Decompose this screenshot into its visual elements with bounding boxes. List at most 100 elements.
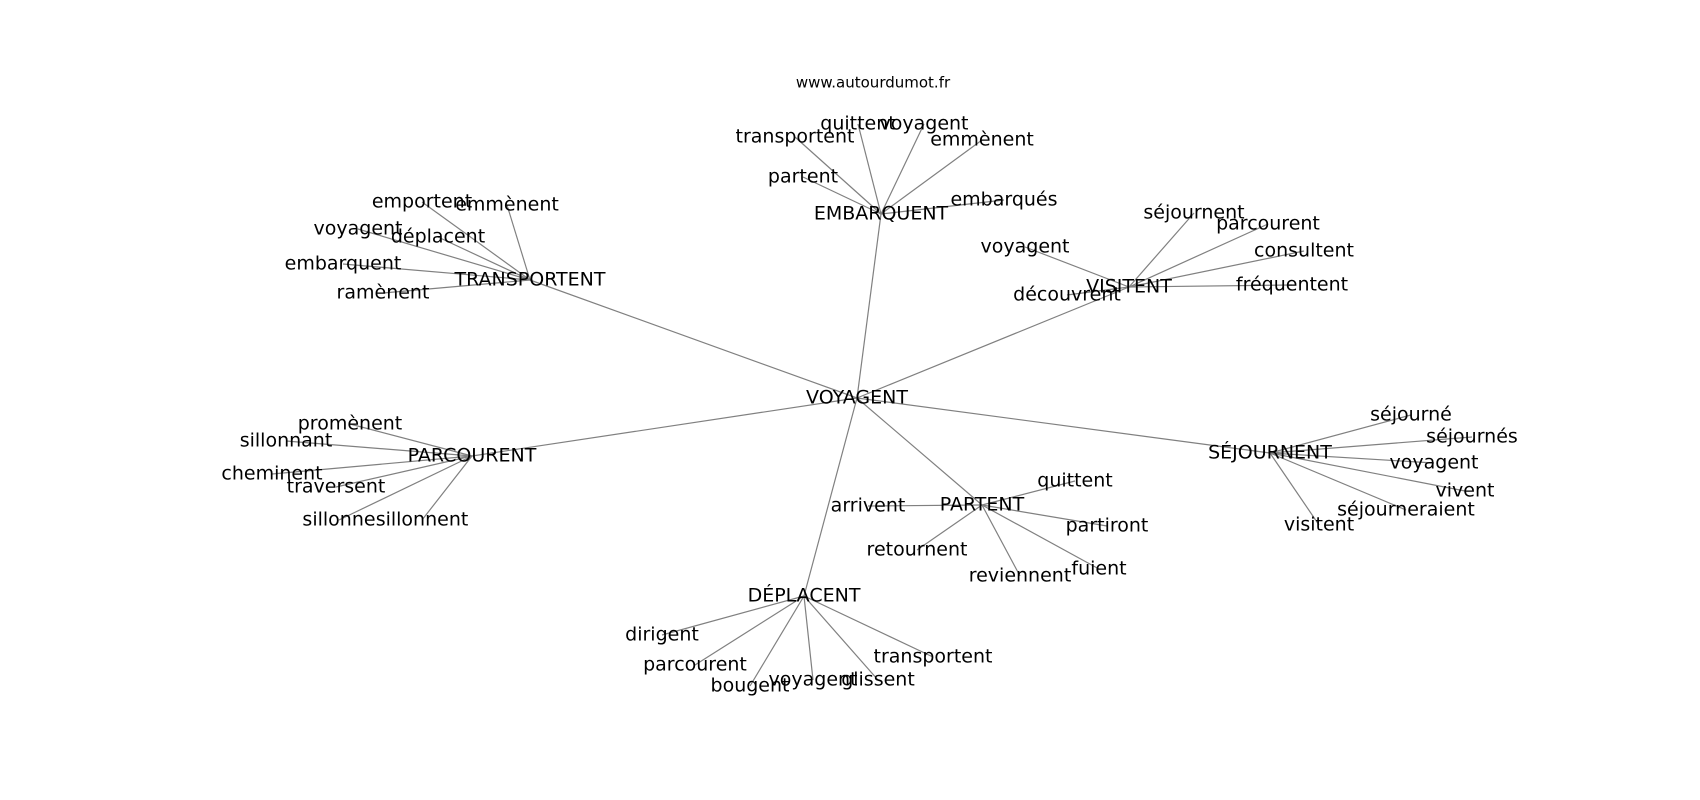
edge-embarquent-leaf xyxy=(880,199,1005,215)
leaf-node: bougent xyxy=(711,675,790,697)
edge-embarquent-leaf xyxy=(857,123,882,215)
leaf-node: déplacent xyxy=(391,226,485,248)
leaf-node: séjourneraient xyxy=(1337,499,1475,521)
leaf-node: glissent xyxy=(841,669,915,691)
edge-visitent-leaf xyxy=(1128,284,1293,288)
edge-deplacent-leaf xyxy=(661,595,805,636)
leaf-node: transportent xyxy=(874,646,993,668)
leaf-node: ramènent xyxy=(337,282,430,304)
leaf-node: consultent xyxy=(1254,240,1354,262)
leaf-node: sillonne xyxy=(302,509,375,531)
source-url: www.autourdumot.fr xyxy=(796,74,951,92)
edge-root-embarquent xyxy=(856,213,882,399)
edge-parcourent-leaf xyxy=(421,455,473,521)
leaf-node: voyagent xyxy=(314,218,403,240)
leaf-node: quittent xyxy=(820,113,895,135)
leaf-node: séjournent xyxy=(1143,202,1244,224)
edge-sejournent-leaf xyxy=(1269,452,1435,464)
leaf-node: découvrent xyxy=(1013,284,1121,306)
leaf-node: vivent xyxy=(1436,480,1495,502)
edge-visitent-leaf xyxy=(1066,286,1130,296)
leaf-node: retournent xyxy=(867,539,968,561)
edge-sejournent-leaf xyxy=(1269,452,1466,492)
edge-root-parcourent xyxy=(471,397,858,457)
leaf-node: reviennent xyxy=(969,565,1072,587)
edge-transportent-leaf xyxy=(382,279,531,294)
edge-sejournent-leaf xyxy=(1269,452,1407,511)
edge-transportent-leaf xyxy=(506,204,531,281)
leaf-node: partent xyxy=(768,166,838,188)
edge-parcourent-leaf xyxy=(271,455,473,475)
edge-partent-leaf xyxy=(981,504,1108,527)
edge-root-deplacent xyxy=(803,397,858,597)
edge-partent-leaf xyxy=(981,480,1076,506)
edge-visitent-leaf xyxy=(1128,250,1305,288)
leaf-node: traversent xyxy=(287,476,386,498)
leaf-node: parcourent xyxy=(643,654,747,676)
edge-embarquent-leaf xyxy=(802,176,882,215)
leaf-node: quittent xyxy=(1037,470,1112,492)
edge-embarquent-leaf xyxy=(794,136,882,215)
hub-node-transportent: TRANSPORTENT xyxy=(454,269,606,291)
leaf-node: emmènent xyxy=(455,194,559,216)
leaf-node: sillonnant xyxy=(240,430,333,452)
edge-sejournent-leaf xyxy=(1269,414,1412,454)
edge-root-sejournent xyxy=(856,397,1271,454)
edge-visitent-leaf xyxy=(1024,246,1130,288)
graph-edges xyxy=(271,123,1473,687)
edge-visitent-leaf xyxy=(1128,212,1195,288)
graph-labels: www.autourdumot.fr VOYAGENT EMBARQUENT tra… xyxy=(221,74,1517,697)
edge-deplacent-leaf xyxy=(803,595,879,681)
edge-sejournent-leaf xyxy=(1269,436,1473,454)
leaf-node: voyagent xyxy=(769,669,858,691)
leaf-node: parcourent xyxy=(1216,213,1320,235)
leaf-node: séjournés xyxy=(1426,426,1518,448)
edge-sejournent-leaf xyxy=(1269,452,1320,526)
hub-node-embarquent: EMBARQUENT xyxy=(814,203,949,225)
root-node: VOYAGENT xyxy=(806,387,908,409)
edge-parcourent-leaf xyxy=(338,455,473,521)
leaf-node: voyagent xyxy=(880,113,969,135)
leaf-node: emportent xyxy=(372,191,472,213)
leaf-node: fréquentent xyxy=(1236,274,1348,296)
leaf-node: cheminent xyxy=(221,463,322,485)
hub-node-deplacent: DÉPLACENT xyxy=(748,584,861,607)
edge-deplacent-leaf xyxy=(803,595,934,658)
edge-parcourent-leaf xyxy=(349,423,473,457)
leaf-node: emmènent xyxy=(930,129,1034,151)
edge-deplacent-leaf xyxy=(694,595,805,666)
edge-root-visitent xyxy=(856,286,1130,399)
edge-parcourent-leaf xyxy=(285,440,473,457)
hub-node-visitent: VISITENT xyxy=(1086,276,1172,298)
edge-transportent-leaf xyxy=(357,228,531,281)
edge-deplacent-leaf xyxy=(749,595,805,687)
edge-embarquent-leaf xyxy=(880,139,983,215)
edge-partent-leaf xyxy=(867,504,983,507)
edge-transportent-leaf xyxy=(437,236,531,281)
leaf-node: dirigent xyxy=(625,624,699,646)
edge-root-transportent xyxy=(529,279,858,399)
leaf-node: promènent xyxy=(298,413,403,435)
hub-node-partent: PARTENT xyxy=(940,494,1025,516)
leaf-node: fuient xyxy=(1071,558,1126,580)
edge-transportent-leaf xyxy=(342,263,531,281)
leaf-node: transportent xyxy=(736,126,855,148)
leaf-node: sillonnent xyxy=(376,509,469,531)
edge-partent-leaf xyxy=(916,504,983,551)
hub-node-sejournent: SÉJOURNENT xyxy=(1208,441,1332,464)
leaf-node: visitent xyxy=(1284,514,1354,536)
edge-parcourent-leaf xyxy=(335,455,473,488)
edge-partent-leaf xyxy=(981,504,1021,577)
hub-node-parcourent: PARCOURENT xyxy=(408,445,537,467)
leaf-node: voyagent xyxy=(981,236,1070,258)
leaf-node: partiront xyxy=(1066,515,1149,537)
leaf-node: voyagent xyxy=(1390,452,1479,474)
leaf-node: séjourné xyxy=(1370,404,1452,426)
leaf-node: arrivent xyxy=(831,495,906,517)
leaf-node: embarqués xyxy=(950,189,1057,211)
edge-deplacent-leaf xyxy=(803,595,814,681)
leaf-node: embarquent xyxy=(285,253,402,275)
edge-embarquent-leaf xyxy=(880,123,925,215)
edge-partent-leaf xyxy=(981,504,1100,570)
